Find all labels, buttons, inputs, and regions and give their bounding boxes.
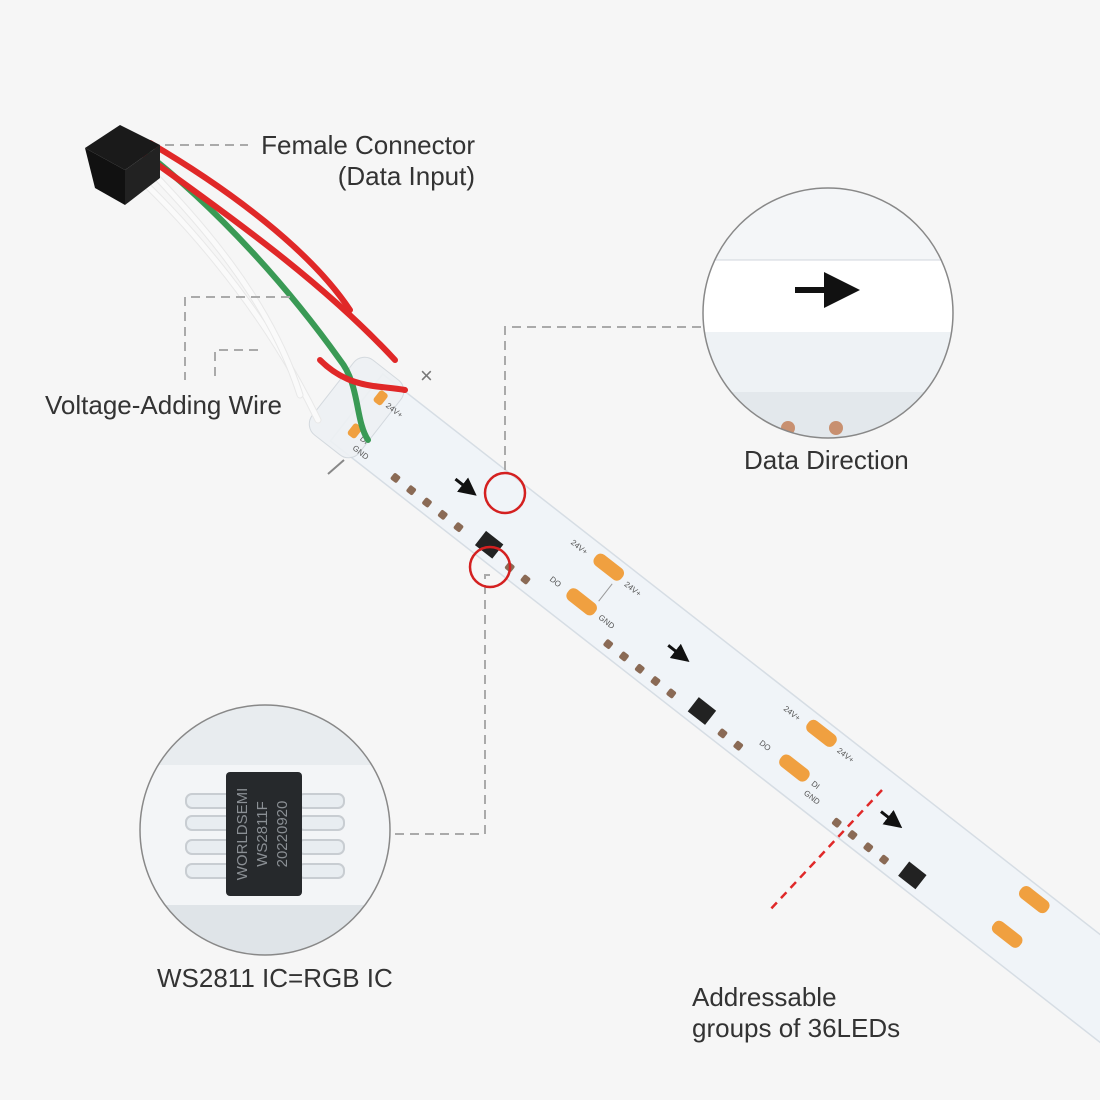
chip-marking: WORLDSEMI [234, 788, 251, 881]
close-icon: × [420, 363, 433, 388]
groups-label: Addressable groups of 36LEDs [692, 982, 900, 1044]
ic-chip [687, 697, 717, 725]
groups-label-line1: Addressable [692, 982, 837, 1012]
arrow-right-icon [454, 477, 477, 496]
led-components [390, 473, 889, 865]
data-direction-highlight [483, 471, 527, 515]
female-connector-subtitle: (Data Input) [337, 161, 475, 192]
chip-marking: 20220920 [274, 801, 291, 868]
solder-pads [566, 553, 1050, 948]
ic-chip [898, 861, 927, 890]
ic-chip-enlarged [226, 772, 302, 896]
wires [121, 140, 408, 443]
voltage-wire-label: Voltage-Adding Wire [45, 390, 283, 420]
data-direction-zoom [702, 187, 954, 439]
ic-zoom: WORLDSEMI WS2811F 20220920 [139, 704, 391, 956]
chip-marking: WS2811F [254, 801, 271, 867]
pad-label: DI [809, 779, 821, 791]
ic-highlight [468, 545, 512, 589]
arrow-right-icon [667, 643, 690, 662]
groups-label-line2: groups of 36LEDs [692, 1013, 901, 1044]
leader-lines [165, 144, 703, 835]
data-direction-label: Data Direction [744, 445, 909, 475]
female-connector-label: Female Connector (Data Input) [255, 130, 475, 192]
ic-chip [474, 530, 504, 559]
female-connector [85, 125, 160, 205]
arrow-right-icon [880, 810, 903, 829]
ic-label: WS2811 IC=RGB IC [157, 963, 393, 993]
pad-label: DI [358, 434, 370, 446]
female-connector-title: Female Connector [261, 130, 475, 160]
